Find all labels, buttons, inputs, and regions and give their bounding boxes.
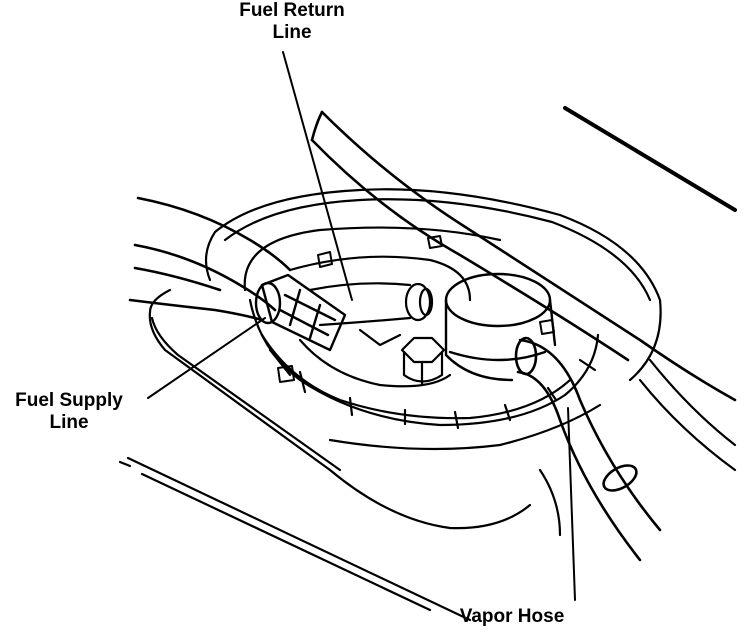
vapor-hose-label-line1: Vapor Hose (459, 606, 565, 627)
return-line-nipple (308, 282, 434, 327)
mounting-flange (204, 188, 662, 451)
hex-nut (400, 336, 446, 387)
supply-connector (254, 273, 347, 352)
frame-bar (563, 106, 737, 212)
fuel-supply-line-label: Fuel Supply Line (0, 390, 138, 434)
fuel-return-line-label: Fuel Return Line (222, 0, 362, 44)
vapor-cylinder (444, 272, 557, 382)
fuel-return-line-label-line2: Line (272, 22, 312, 43)
fuel-supply-line-label-line1: Fuel Supply (15, 390, 123, 411)
lock-ring (243, 226, 600, 430)
leader-fuel-return (282, 51, 353, 301)
fuel-supply-hose (128, 196, 292, 322)
crossing-tube (310, 110, 737, 402)
pump-plate (288, 255, 472, 388)
vapor-hose (514, 336, 662, 562)
fuel-supply-line-label-line2: Line (49, 412, 89, 433)
vapor-hose-label: Vapor Hose (444, 606, 580, 628)
leader-vapor-hose (567, 407, 576, 601)
flange-posts (277, 235, 555, 383)
fuel-return-line-label-line1: Fuel Return (239, 0, 345, 21)
tank-outline (118, 288, 737, 622)
leader-lines (147, 51, 576, 601)
leader-fuel-supply (147, 317, 266, 399)
